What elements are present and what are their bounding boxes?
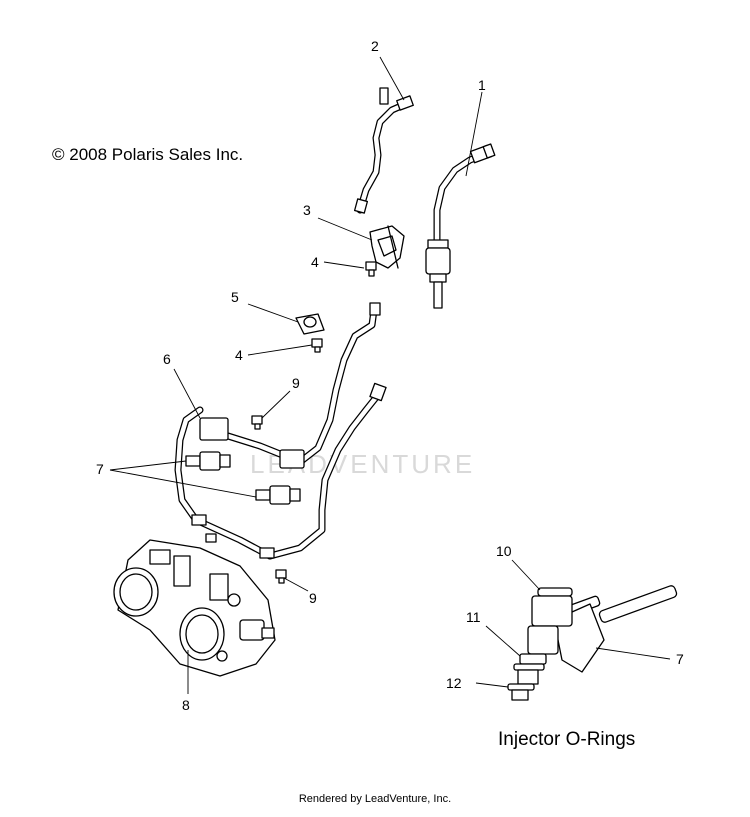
callout-7-detail: 7 [676, 651, 684, 667]
callout-6: 6 [163, 351, 171, 367]
callout-9-upper: 9 [292, 375, 300, 391]
part-9-plug-upper [251, 415, 263, 430]
part-1-fuel-line [425, 143, 496, 309]
copyright-notice: © 2008 Polaris Sales Inc. [52, 145, 244, 164]
part-6-fuel-rail [174, 302, 387, 560]
callout-7: 7 [96, 461, 104, 477]
callout-2: 2 [371, 38, 379, 54]
callout-labels: 2 1 3 4 5 4 6 9 7 9 8 10 11 12 7 [96, 38, 684, 713]
part-5-clamp [295, 313, 325, 335]
part-7-injector-upper [185, 451, 231, 471]
section-title: Injector O-Rings [498, 729, 636, 750]
part-4-bolt-upper [365, 261, 377, 277]
part-4-bolt-lower [311, 338, 323, 353]
callout-4-lower: 4 [235, 347, 243, 363]
footer-credit: Rendered by LeadVenture, Inc. [298, 793, 452, 805]
callout-12: 12 [446, 675, 462, 691]
callout-4-upper: 4 [311, 254, 319, 270]
leader-lines [109, 56, 671, 694]
callout-11: 11 [466, 609, 481, 625]
callout-9-lower: 9 [309, 590, 317, 606]
part-3-bracket [369, 225, 405, 269]
part-9-plug-mid [205, 533, 217, 543]
part-9-plug-lower [275, 569, 287, 584]
callout-1: 1 [478, 77, 486, 93]
part-2-vent-hose [353, 87, 414, 214]
part-7-injector-lower [255, 485, 301, 505]
callout-3: 3 [303, 202, 311, 218]
callout-10: 10 [496, 543, 512, 559]
part-8-throttle-body [113, 539, 276, 677]
callout-8: 8 [182, 697, 190, 713]
injector-detail [507, 585, 678, 701]
callout-5: 5 [231, 289, 239, 305]
